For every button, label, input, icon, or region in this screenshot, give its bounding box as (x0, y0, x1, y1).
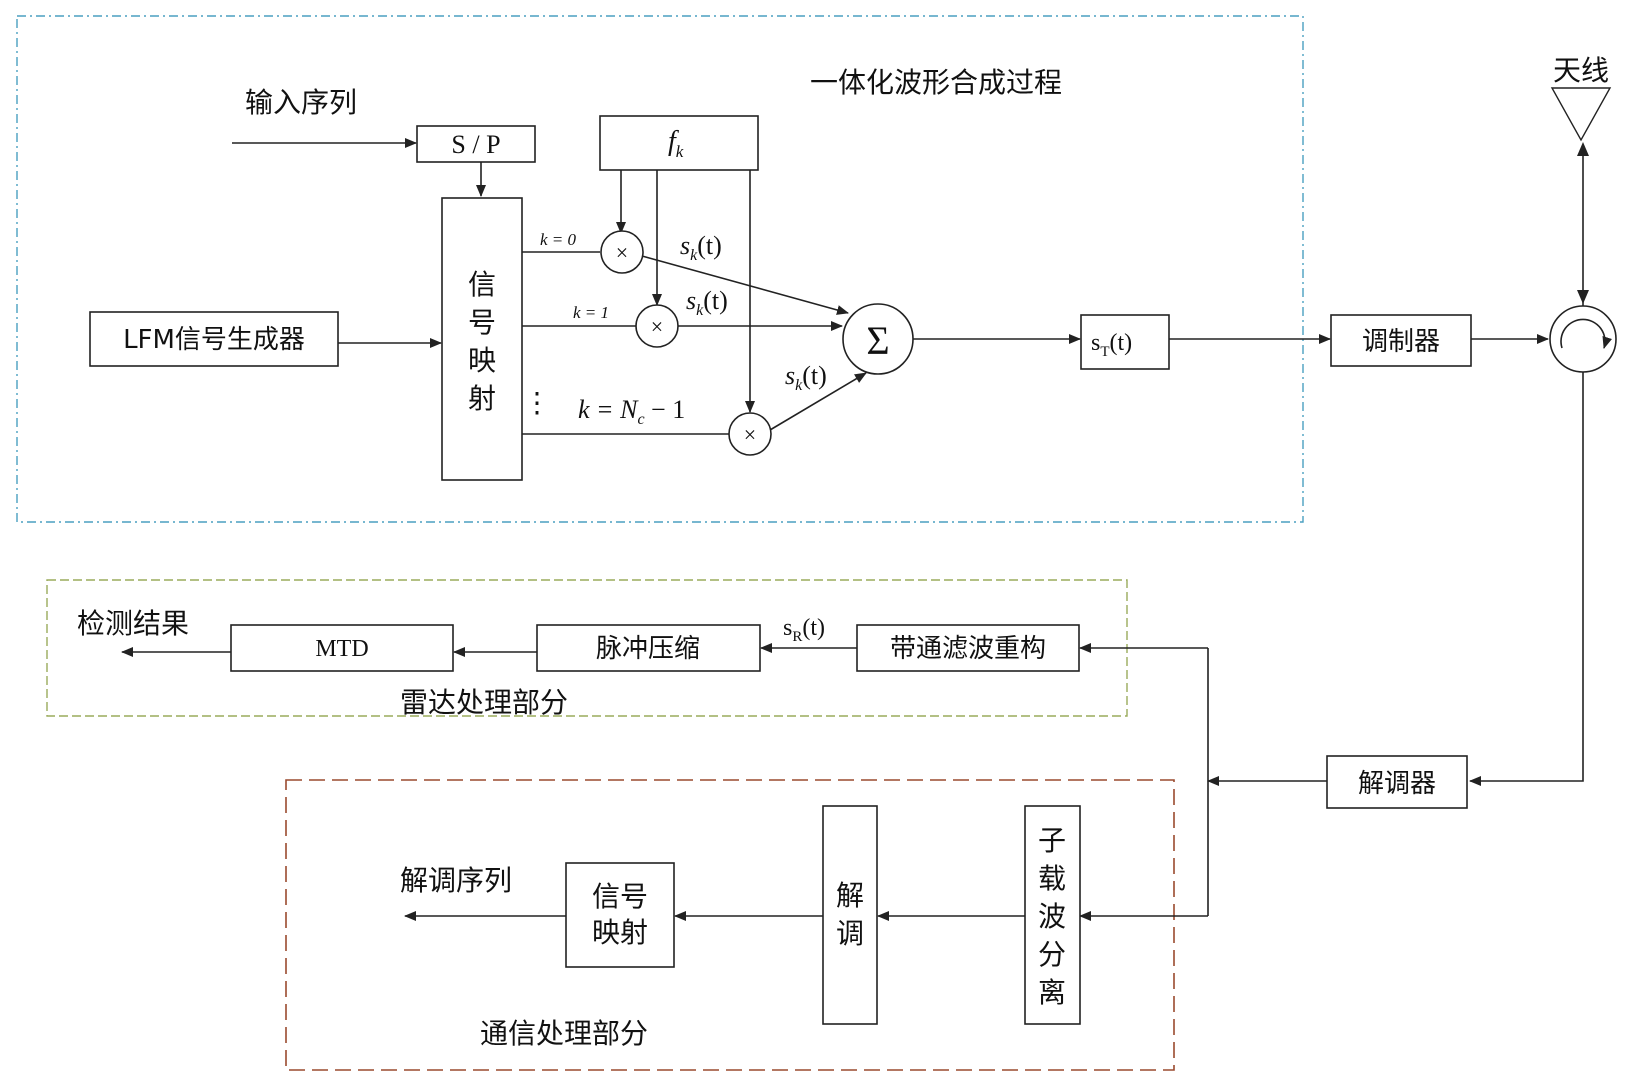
summation-symbol: Σ (866, 318, 889, 363)
branch-k1-label: k = 1 (573, 303, 609, 322)
lfm-generator-label: LFM信号生成器 (123, 325, 305, 355)
signal-mapping-tx-char-2: 号 (468, 306, 496, 339)
st-block-label: sT(t) (1091, 330, 1132, 360)
detection-result-label: 检测结果 (77, 607, 189, 640)
signal-mapping-rx-line-1: 信号 (592, 880, 648, 913)
bandpass-block (856, 624, 1080, 672)
bandpass-label: 带通滤波重构 (890, 634, 1046, 664)
subcarrier-sep-char-2: 载 (1038, 862, 1066, 895)
branch-ellipsis: ⋮ (523, 388, 551, 419)
input-sequence-label: 输入序列 (245, 86, 357, 119)
synthesis-region-frame (16, 15, 1304, 523)
lfm-generator-block (89, 311, 339, 367)
subcarrier-sep-char-3: 波 (1038, 900, 1066, 933)
signal-mapping-rx-line-2: 映射 (592, 916, 648, 949)
antenna-feed-arrow-down (1577, 290, 1589, 304)
circulator-icon (1549, 305, 1617, 373)
multiplier-k0-icon (600, 230, 644, 274)
demod-block-char-1: 解 (836, 879, 864, 912)
subcarrier-sep-char-4: 分 (1038, 938, 1066, 971)
antenna-feed-arrow-up (1577, 142, 1589, 156)
signal-mapping-tx-char-1: 信 (468, 268, 496, 301)
sp-block (416, 125, 536, 163)
pulse-compression-label: 脉冲压缩 (596, 634, 700, 664)
st-block (1080, 314, 1170, 370)
modulator-label: 调制器 (1362, 327, 1440, 357)
demod-block-char-2: 调 (836, 917, 864, 950)
circulator-to-demodulator-arrow (1469, 372, 1584, 786)
circulator-arc-icon (1560, 318, 1613, 349)
antenna-label: 天线 (1553, 54, 1609, 87)
signal-mapping-tx-block (441, 197, 523, 481)
sk-label-1: sk(t) (686, 286, 728, 319)
sk-label-0: sk(t) (680, 231, 722, 264)
signal-mapping-rx-block (565, 862, 675, 968)
multn-to-sum-arrow (769, 372, 867, 431)
multiplier-k0-symbol: × (616, 240, 628, 265)
comm-region-frame (285, 779, 1175, 1071)
demod-block (822, 805, 878, 1025)
pulse-compression-block (536, 624, 761, 672)
mtd-block (230, 624, 454, 672)
subcarrier-separation-block (1024, 805, 1081, 1025)
signal-mapping-tx-char-4: 射 (468, 382, 496, 415)
demod-sequence-label: 解调序列 (400, 864, 512, 897)
comm-region-title: 通信处理部分 (480, 1017, 648, 1050)
sp-block-label: S / P (451, 130, 500, 159)
antenna-icon (1550, 87, 1612, 142)
demodulator-label: 解调器 (1358, 769, 1436, 799)
sr-label: sR(t) (783, 615, 825, 645)
modulator-block (1330, 314, 1472, 367)
branch-kn-label: k = Nc − 1 (578, 395, 685, 428)
multiplier-kn-symbol: × (744, 422, 756, 447)
signal-mapping-tx-char-3: 映 (468, 344, 496, 377)
multiplier-k1-symbol: × (651, 314, 663, 339)
subcarrier-sep-char-1: 子 (1038, 824, 1066, 857)
synthesis-region-title: 一体化波形合成过程 (810, 66, 1062, 99)
demodulator-block (1326, 755, 1468, 809)
subcarrier-sep-char-5: 离 (1038, 976, 1066, 1009)
sk-label-n: sk(t) (785, 361, 827, 394)
fk-block-label: fk (668, 126, 684, 161)
radar-region-title: 雷达处理部分 (400, 686, 568, 719)
fk-block (599, 115, 759, 171)
branch-k0-label: k = 0 (540, 230, 577, 249)
mtd-label: MTD (315, 636, 368, 662)
mult0-to-sum-arrow (641, 255, 849, 315)
multiplier-kn-icon (728, 412, 772, 456)
